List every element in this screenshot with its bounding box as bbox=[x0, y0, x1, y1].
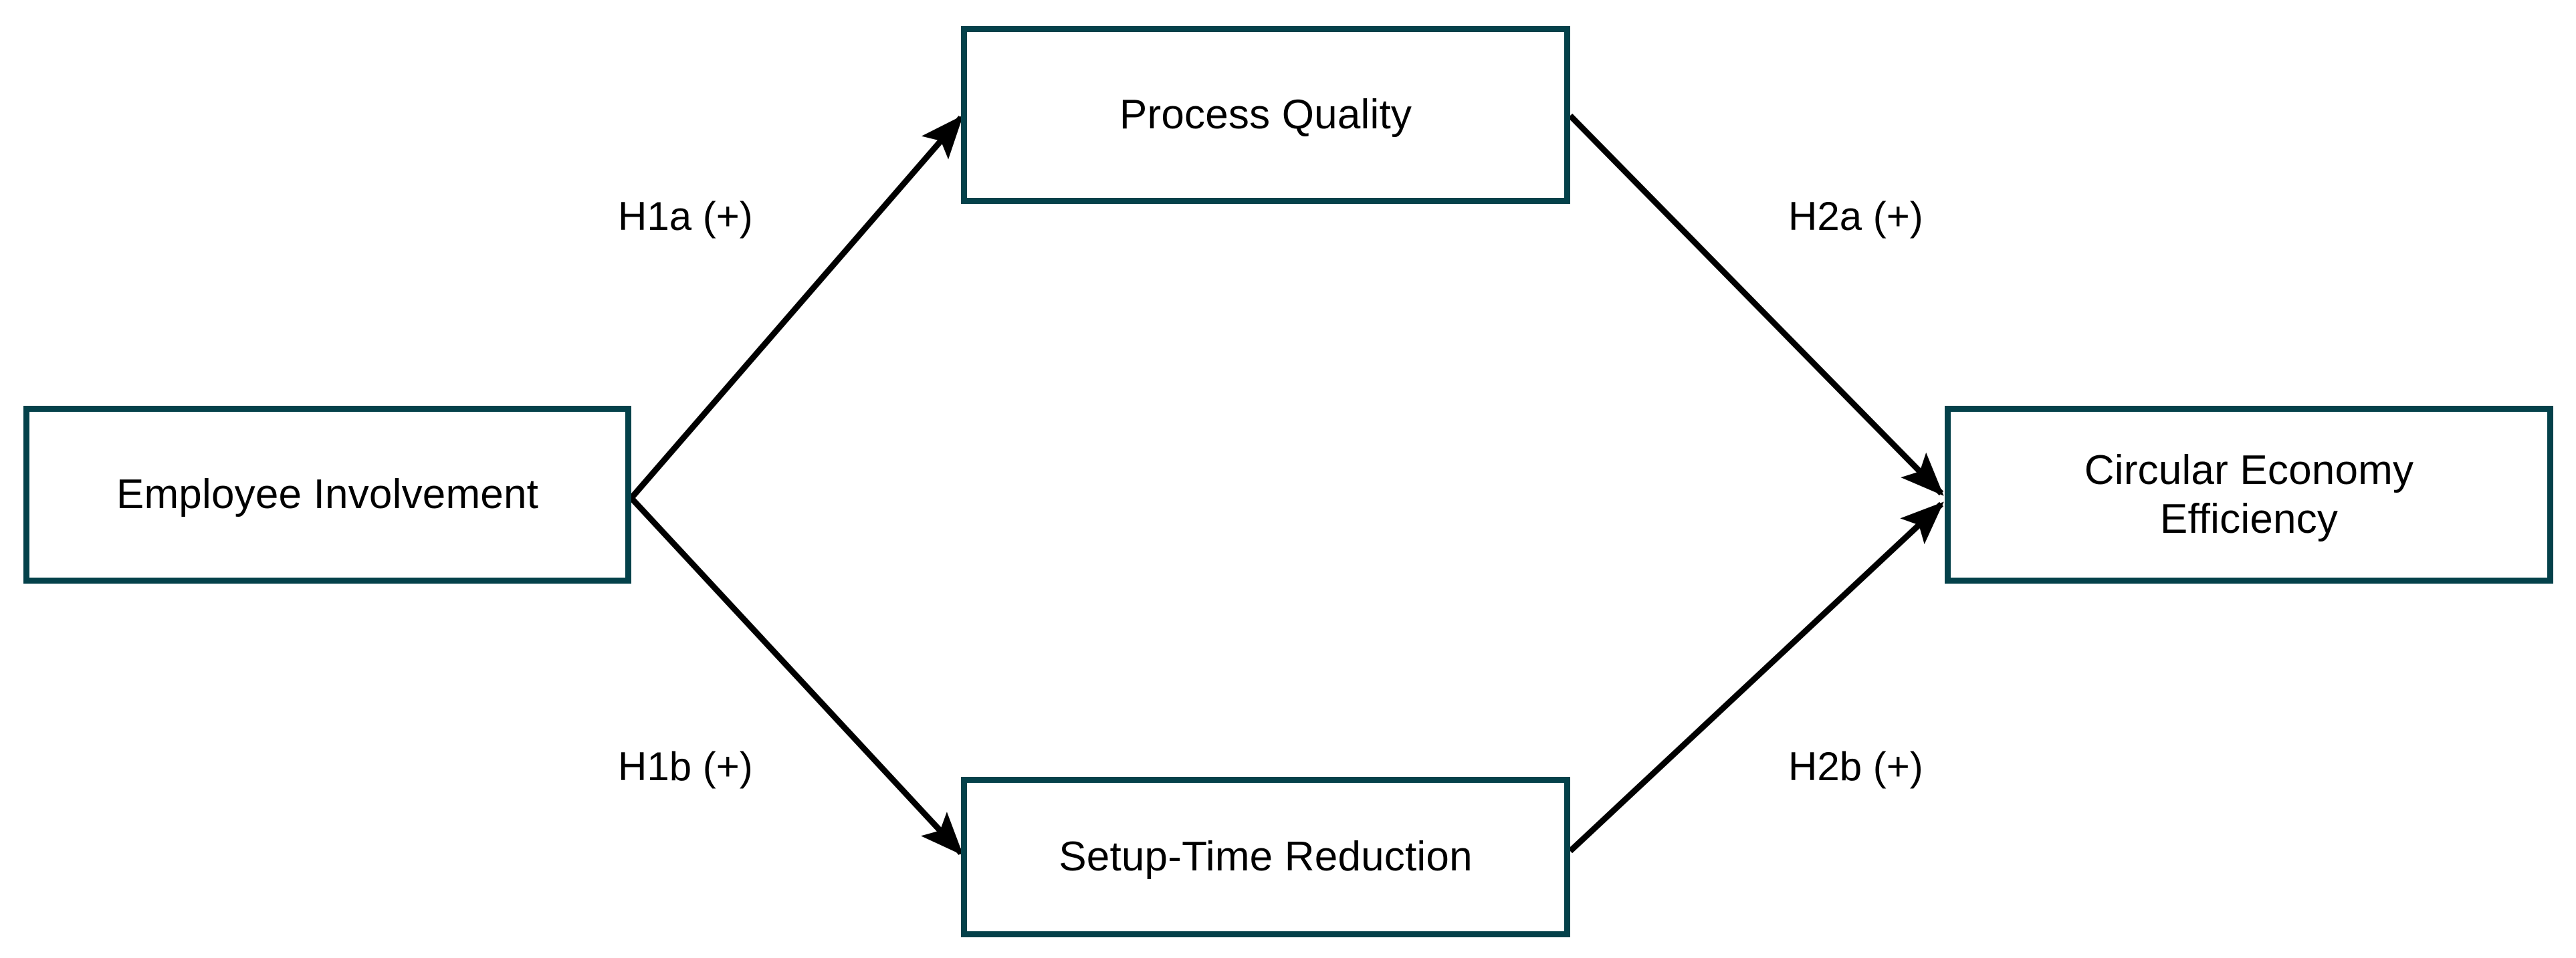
node-employee-involvement: Employee Involvement bbox=[23, 406, 631, 584]
node-setup-time-reduction: Setup-Time Reduction bbox=[961, 777, 1570, 937]
edge-h1a-line bbox=[629, 115, 964, 500]
edge-h1b-line bbox=[629, 495, 964, 856]
edge-label-h2b: H2b (+) bbox=[1788, 744, 1923, 789]
edge-label-h1a: H1a (+) bbox=[618, 194, 753, 239]
node-label-employee-involvement: Employee Involvement bbox=[116, 471, 539, 518]
node-label-circular-economy-efficiency: Circular Economy Efficiency bbox=[2084, 447, 2414, 542]
node-circular-economy-efficiency: Circular Economy Efficiency bbox=[1945, 406, 2553, 584]
node-label-setup-time-reduction: Setup-Time Reduction bbox=[1059, 834, 1473, 880]
edge-label-h1b: H1b (+) bbox=[618, 744, 753, 789]
edge-label-h2a: H2a (+) bbox=[1788, 194, 1923, 239]
edge-h2b-line bbox=[1568, 501, 1944, 854]
edge-h2a-line bbox=[1568, 113, 1944, 496]
node-process-quality: Process Quality bbox=[961, 26, 1570, 204]
node-label-process-quality: Process Quality bbox=[1119, 92, 1412, 138]
